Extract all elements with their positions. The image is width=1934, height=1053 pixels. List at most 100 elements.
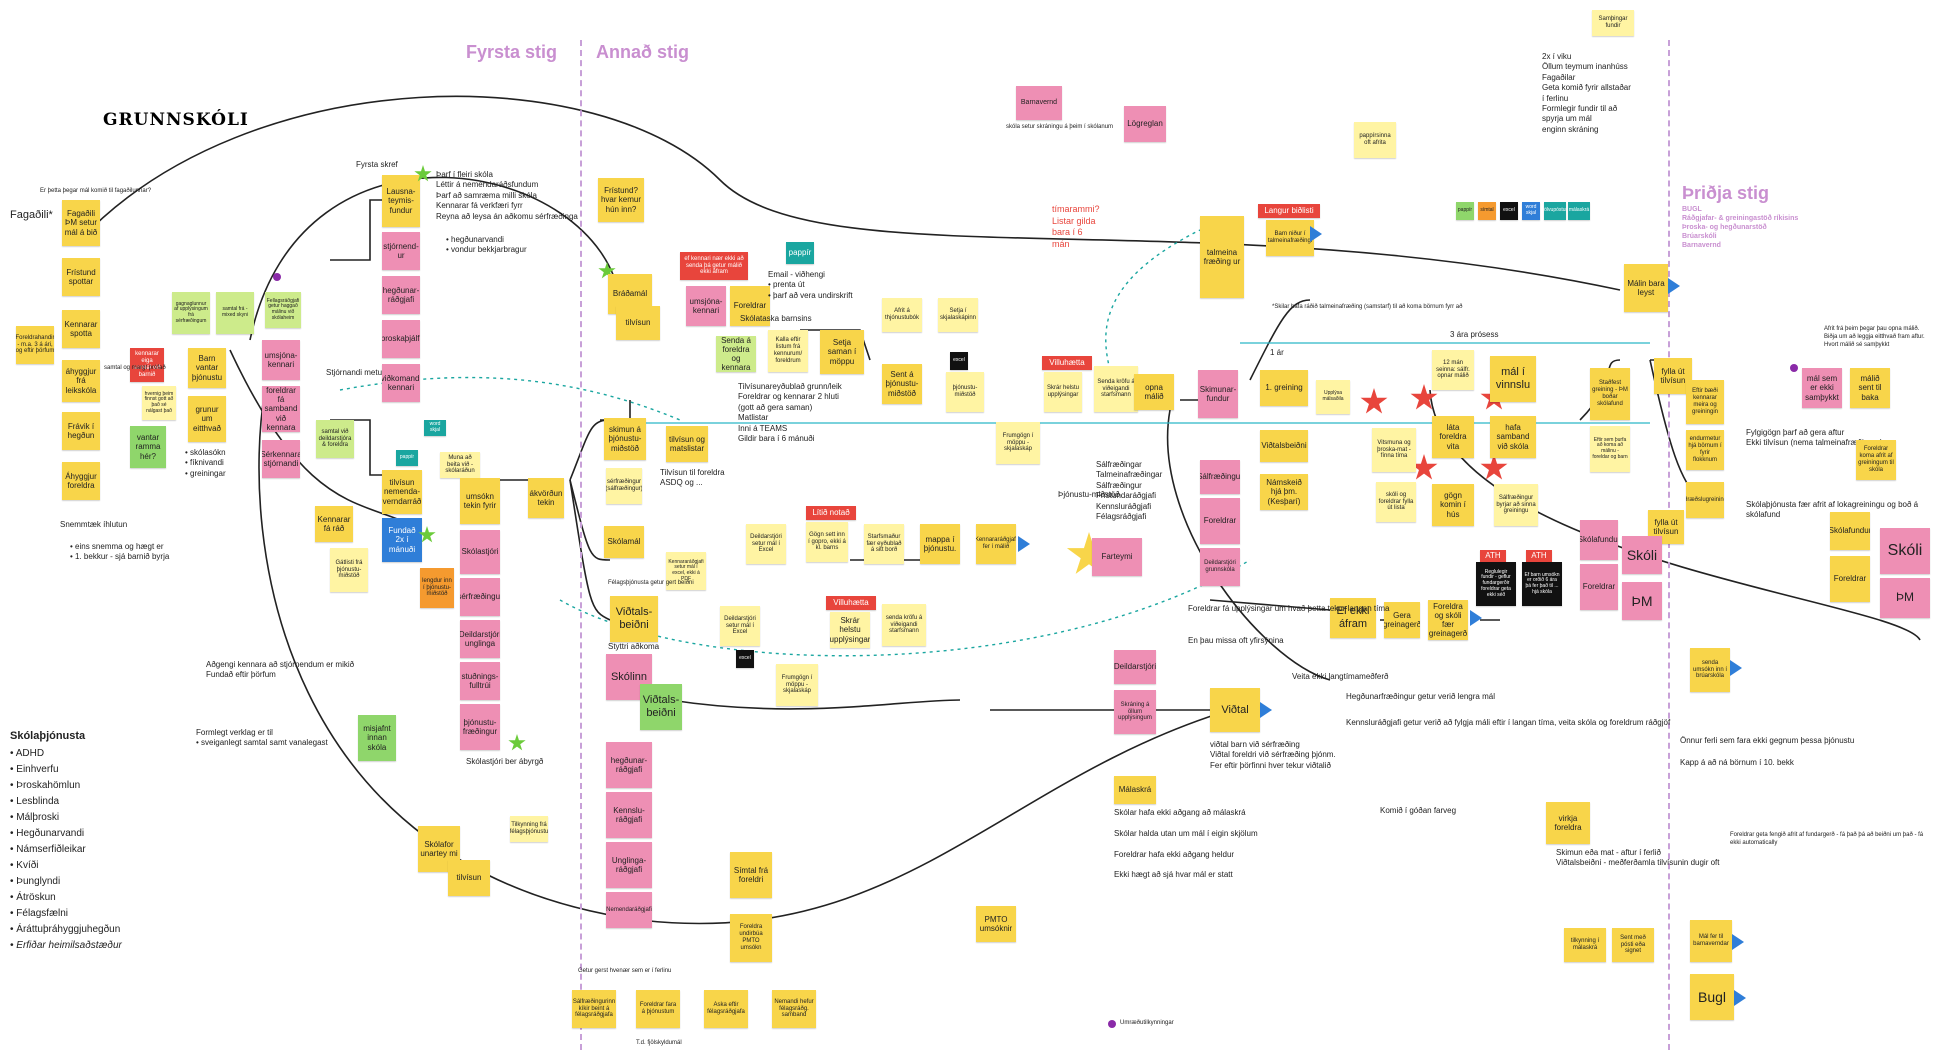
- list-item: • Áráttuþráhyggjuhegðun: [10, 923, 121, 935]
- sticky-note: Foreldrar koma afrit af greiningum til s…: [1856, 440, 1896, 480]
- skolathjonusta-list: Skólaþjónusta • ADHD • Einhverfu • Þrosk…: [10, 728, 122, 954]
- sticky-note: Gátlisti frá þjónustu-miðstöð: [330, 548, 368, 592]
- note-text: viðtal barn við sérfræðing Viðtal foreld…: [1210, 740, 1336, 770]
- sticky-note: hegðunar-ráðgjafi: [606, 742, 652, 788]
- sticky-note: þjónustu-miðstöð: [946, 372, 984, 412]
- note-text: Umræðutilkynningar: [1120, 1020, 1174, 1026]
- note-text: Skimun eða mat - aftur í ferlið Viðtalsb…: [1556, 848, 1720, 868]
- note-text: Veita ekki langtímameðferð: [1292, 672, 1389, 681]
- arrow-shape-icon: [1260, 702, 1272, 718]
- sticky-note: Foreldra undirbúa PMTO umsókn: [730, 914, 772, 962]
- sticky-note: Bugl: [1690, 974, 1734, 1020]
- sticky-note: mappa í þjónustu.: [920, 524, 960, 564]
- sticky-note: Eftir bæði kennarar meira og greiningin: [1686, 380, 1724, 424]
- sticky-note: Reglulegir fundir - geflur fundargerðir …: [1476, 562, 1516, 606]
- sticky-note: þjónustu-fræðingur: [460, 704, 500, 750]
- sticky-note: tilvísun nemenda-verndarráð: [382, 470, 422, 514]
- sticky-note: Villuhætta: [1042, 356, 1092, 370]
- excel-chip: excel: [950, 352, 968, 370]
- list-item: • Námserfiðleikar: [10, 843, 86, 855]
- legend-chip: word skjal: [1522, 202, 1540, 220]
- arrow-shape-icon: [1470, 610, 1482, 626]
- sticky-note: sérfræðingur (sálfræðingur): [606, 468, 642, 504]
- comment-marker: [273, 273, 281, 281]
- sticky-note: Skólafundur: [1830, 512, 1870, 550]
- note-text: Hegðunarfræðingur getur verið lengra mál: [1346, 692, 1495, 701]
- sticky-note: Skráning á öllum upplýsingum: [1114, 690, 1156, 734]
- sticky-note: Foreldrar: [1200, 498, 1240, 544]
- sticky-note: Unglinga-ráðgjafi: [606, 842, 652, 888]
- sticky-note: Viðtalsbeiðni: [1260, 430, 1308, 462]
- sticky-note: Hræðslugreining: [1686, 482, 1724, 518]
- sticky-note: Senda kröfu á viðeigandi starfsmann: [1094, 366, 1138, 412]
- legend-chip: pappír: [1456, 202, 1474, 220]
- sticky-note: senda umsókn inn í brúarskóla: [1690, 648, 1730, 692]
- stage-divider-left: [580, 40, 582, 1050]
- sticky-note: misjafnt innan skóla: [358, 715, 396, 761]
- sticky-note: Kennararáðgjafi setur mál í excel, ekki …: [666, 552, 706, 590]
- page-title: GRUNNSKÓLI: [103, 110, 249, 130]
- sticky-note: pappír: [786, 242, 814, 264]
- sticky-note: Skólamál: [604, 526, 644, 558]
- sticky-note: tilvísun: [616, 306, 660, 340]
- sticky-note: Sálfræðingur byrjar að sinna greiningu: [1494, 484, 1538, 526]
- sticky-note: Mál fer til barnaverndar: [1690, 920, 1732, 962]
- sticky-note: skimun á þjónustu-miðstöð: [604, 418, 646, 460]
- word-chip: word skjal: [424, 420, 446, 436]
- note-text: Skólastjóri ber ábyrgð: [466, 757, 544, 766]
- sticky-note: Viðtal: [1210, 688, 1260, 732]
- sticky-note: Starfsmaður fær eyðublað á sitt borð: [864, 524, 904, 564]
- sticky-note: Sent á þjónustu-miðstöð: [882, 364, 922, 404]
- note-text: skóla setur skráningu á þeim í skólanum: [1006, 124, 1114, 130]
- sticky-note: Tilkynning frá félagsþjónustu: [510, 816, 548, 842]
- sticky-note: Áhyggjur foreldra: [62, 462, 100, 500]
- sticky-note: tilvísun: [448, 860, 490, 896]
- sticky-note: Sérkennara stjórnandi: [262, 440, 300, 478]
- sticky-note: Lögreglan: [1124, 106, 1166, 142]
- sticky-note: Skóli: [1880, 528, 1930, 574]
- sticky-note: Deildarstjóri grunnskóla: [1200, 548, 1240, 586]
- note-text: Tilvísunareyðublað grunn/leik Foreldrar …: [738, 382, 842, 443]
- sticky-note: Senda á foreldra og kennara: [716, 336, 756, 372]
- sticky-note: Deildarstjóri unglinga: [460, 620, 500, 658]
- arrow-shape-icon: [1668, 278, 1680, 294]
- note-text: Afrit frá þeim þegar þau opna málið. Bið…: [1824, 326, 1925, 348]
- sticky-note: opna málið: [1134, 374, 1174, 410]
- list-item: • Einhverfu: [10, 763, 59, 775]
- note-text: Kennsluráðgjafi getur verið að fylgja má…: [1346, 718, 1671, 727]
- sticky-note: Barn vantar þjónustu: [188, 348, 226, 388]
- note-text: Félagsþjónusta getur gert beiðni: [608, 580, 694, 586]
- sticky-note: Villuhætta: [826, 596, 876, 610]
- connector: [1249, 299, 1311, 381]
- list-item: • Lesblinda: [10, 795, 60, 807]
- note-text: 3 ára prósess: [1450, 330, 1499, 339]
- sticky-note: Eftir sem þurfa að koma að málinu - fore…: [1590, 426, 1630, 472]
- sticky-note: stuðnings-fulltrúi: [460, 662, 500, 700]
- sticky-note: stjórnend-ur: [382, 232, 420, 270]
- sticky-note: málið sent til baka: [1850, 368, 1890, 408]
- sticky-note: Skrár helstu upplýsingar: [1044, 372, 1082, 412]
- stage-title-3: Þriðja stig: [1682, 183, 1770, 203]
- sticky-note: tilkynning í málaskrá: [1564, 928, 1606, 962]
- sticky-note: vantar ramma hér?: [130, 426, 166, 468]
- sticky-note: Frávik í hegðun: [62, 412, 100, 450]
- sticky-note: Skimunar-fundur: [1198, 370, 1238, 418]
- sticky-note: hegðunar-ráðgjafi: [382, 276, 420, 314]
- sticky-note: Kalla eftir listum frá kennurum/ foreldr…: [768, 330, 808, 372]
- sticky-note: grunur um eitthvað: [188, 396, 226, 442]
- list-item: • Félagsfælni: [10, 907, 68, 919]
- note-text: Þjónustu-miðstöð: [1058, 490, 1120, 499]
- note-text: Fylgigögn þarf að gera aftur Ekki tilvís…: [1746, 428, 1883, 448]
- note-text: 2x í viku Öllum teymum inanhúss Fagaðila…: [1542, 52, 1631, 134]
- sticky-note: Samþingar fundir: [1592, 10, 1634, 36]
- legend-chip: excel: [1500, 202, 1518, 220]
- sticky-note: fylla út tilvísun: [1654, 358, 1692, 394]
- sticky-note: Foreldrar: [1580, 564, 1618, 610]
- sticky-note: ATH: [1480, 550, 1506, 562]
- sticky-note: gögn komin í hús: [1432, 484, 1474, 526]
- sticky-note: ef kennari nær ekki að senda þá getur má…: [680, 252, 748, 280]
- sticky-note: Fagaðili ÞM setur mál á bið: [62, 200, 100, 246]
- note-text: 1 ár: [1270, 348, 1284, 357]
- note-text: Styttri aðkoma: [608, 642, 660, 651]
